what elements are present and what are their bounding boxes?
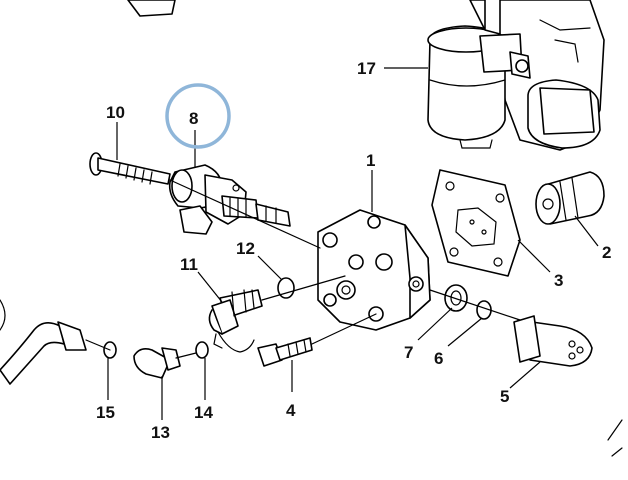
leader-7 — [417, 307, 453, 341]
part-4-short-bolt — [257, 313, 377, 367]
partial-edge-bottom-right — [607, 419, 623, 441]
part-7-washer — [444, 284, 468, 312]
callout-13: 13 — [151, 423, 170, 442]
part-1-manifold-block — [317, 209, 431, 331]
axis-line-right — [429, 289, 521, 321]
partial-part-top-left — [127, 0, 176, 17]
callout-5: 5 — [500, 387, 509, 406]
callout-4: 4 — [286, 401, 296, 420]
callout-7: 7 — [404, 343, 413, 362]
leader-12 — [257, 255, 283, 281]
hose-with-nut — [0, 299, 111, 385]
part-11-sensor-with-chain — [208, 275, 346, 353]
leader-11 — [197, 271, 223, 303]
part-3-gasket-plate — [431, 169, 521, 277]
part-14-o-ring — [195, 341, 209, 359]
part-13-elbow-fitting — [133, 347, 201, 379]
highlight-ring-callout-8 — [165, 83, 231, 149]
callout-15: 15 — [96, 403, 115, 422]
leader-2 — [574, 215, 599, 247]
callout-6: 6 — [434, 349, 443, 368]
callout-10: 10 — [106, 103, 125, 122]
leader-3 — [517, 239, 551, 273]
leader-6 — [447, 317, 483, 347]
part-12-o-ring — [277, 277, 295, 299]
callout-8: 8 — [189, 109, 198, 128]
callout-14: 14 — [194, 403, 213, 422]
leader-5 — [509, 361, 541, 389]
callout-1: 1 — [366, 151, 375, 170]
part-10-long-bolt — [89, 152, 321, 249]
partial-edge-bottom-right-2 — [611, 447, 623, 457]
part-8-solenoid-assembly — [168, 164, 291, 235]
callout-11: 11 — [180, 255, 198, 274]
callout-2: 2 — [602, 243, 611, 262]
part-2-valve-cylinder — [535, 171, 605, 225]
part-5-pressure-sensor — [513, 315, 593, 367]
part-17-filter-housing — [427, 0, 605, 151]
callout-3: 3 — [554, 271, 563, 290]
callout-17: 17 — [357, 59, 376, 78]
callout-12: 12 — [236, 239, 255, 258]
